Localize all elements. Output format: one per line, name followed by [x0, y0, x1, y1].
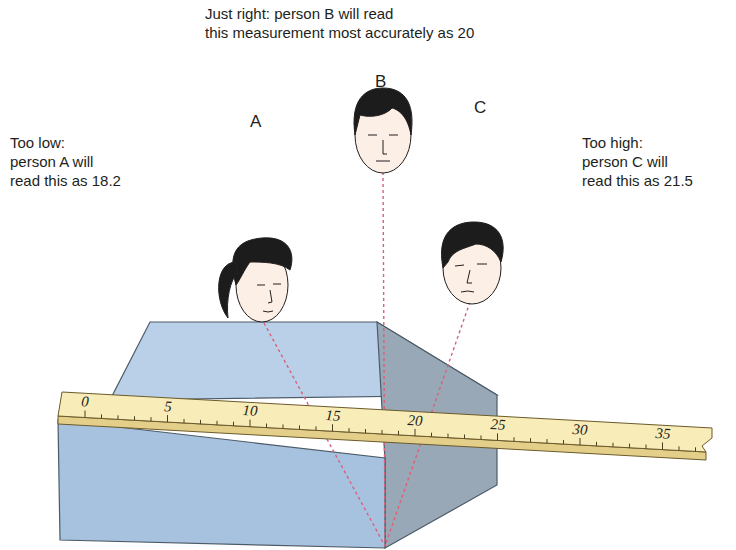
ponytail — [219, 262, 238, 318]
ruler-tick — [481, 435, 482, 439]
caption: Just right: person B will read this meas… — [205, 4, 474, 42]
ruler-tick — [514, 437, 515, 441]
ruler-tick — [85, 410, 86, 417]
ruler-tick — [266, 424, 267, 428]
nose — [268, 290, 272, 303]
sight-lines — [264, 172, 470, 546]
nose — [467, 270, 472, 283]
mouth — [461, 291, 474, 292]
hair — [354, 88, 412, 135]
ruler-tick — [200, 420, 201, 424]
mouth — [376, 161, 390, 162]
ruler-tick — [464, 435, 465, 439]
scale-number: 0 — [80, 395, 90, 411]
caption: Too low: person A will read this as 18.2 — [10, 133, 121, 190]
ruler-ticks — [85, 410, 696, 451]
ruler-tick — [167, 415, 168, 422]
scale-number: 10 — [241, 403, 259, 419]
ruler-tick — [118, 415, 119, 419]
ruler-tick — [184, 419, 185, 423]
person-letter: C — [474, 98, 486, 118]
ruler-tick — [151, 417, 152, 421]
person-letter: B — [375, 72, 386, 92]
scale-number: 20 — [406, 413, 424, 429]
hair — [442, 222, 504, 268]
ruler-tick — [382, 430, 383, 434]
ruler-tick — [695, 447, 696, 451]
hair — [233, 238, 292, 285]
ruler-tick — [283, 424, 284, 428]
head-a — [219, 238, 292, 322]
ruler-tick — [547, 439, 548, 443]
ruler-tick — [646, 445, 647, 449]
ruler-tick — [299, 425, 300, 429]
ruler-tick — [415, 429, 416, 436]
mouth — [263, 311, 273, 312]
ruler-tick — [365, 429, 366, 433]
ruler-tick — [530, 438, 531, 442]
scale-number: 15 — [324, 408, 342, 424]
ruler-tick — [398, 431, 399, 435]
ruler-tick — [563, 440, 564, 444]
head-c — [442, 222, 504, 304]
scale-number: 25 — [489, 417, 507, 433]
ruler-tick — [596, 442, 597, 446]
caption: Too high: person C will read this as 21.… — [582, 133, 693, 190]
ruler-tick — [349, 428, 350, 432]
ruler-tick — [101, 414, 102, 418]
ruler-tick — [316, 426, 317, 430]
ruler-tick — [580, 438, 581, 445]
ruler-tick — [662, 442, 663, 449]
person-letter: A — [250, 112, 261, 132]
sight-line-b — [383, 172, 385, 546]
scale-number: 35 — [654, 426, 672, 442]
ruler-tick — [629, 444, 630, 448]
ruler — [58, 392, 712, 452]
ruler-tick — [613, 443, 614, 447]
ruler-tick — [134, 416, 135, 420]
ruler-tick — [217, 421, 218, 425]
ruler-tick — [431, 433, 432, 437]
scale-number: 30 — [571, 422, 589, 438]
eyes — [368, 135, 398, 136]
eyes — [257, 284, 281, 285]
ruler-tick — [448, 434, 449, 438]
ruler-tick — [679, 446, 680, 450]
ruler-tick — [497, 433, 498, 440]
scale-number: 5 — [162, 399, 172, 415]
nose — [383, 140, 387, 154]
eyes — [455, 264, 487, 266]
head-b — [354, 88, 412, 173]
ruler-tick — [250, 420, 251, 427]
ruler-tick — [332, 424, 333, 431]
ruler-tick — [233, 422, 234, 426]
